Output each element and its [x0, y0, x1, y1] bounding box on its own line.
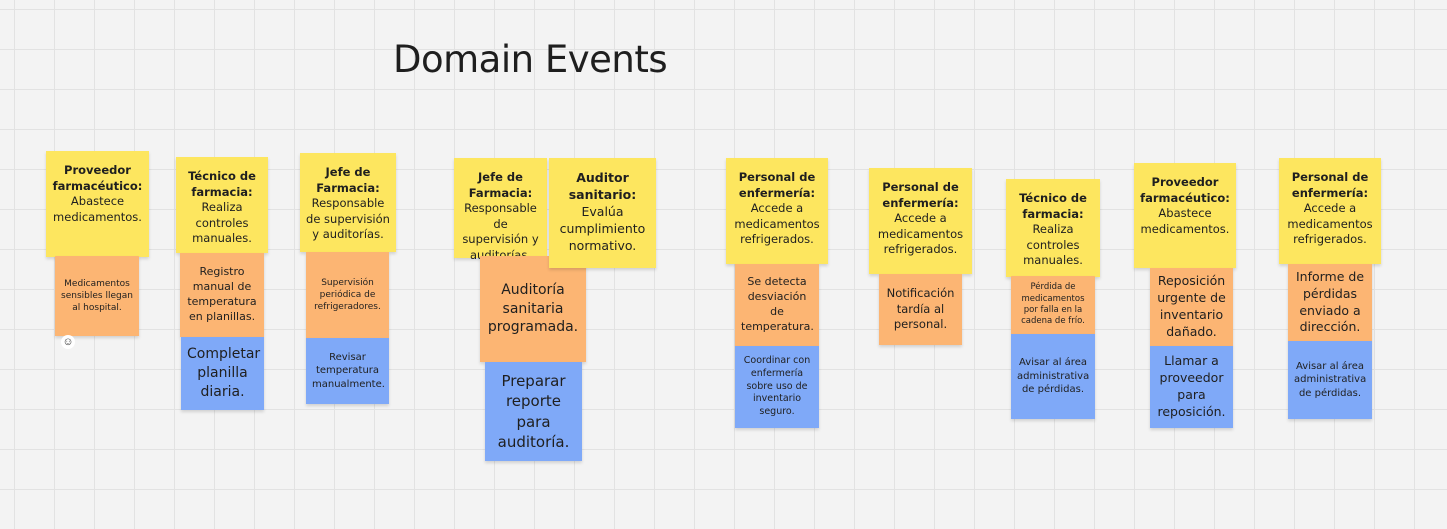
- actor-role: Jefe de Farmacia:: [316, 165, 380, 195]
- board-title[interactable]: Domain Events: [393, 38, 668, 81]
- actor-sticky-note[interactable]: Proveedor farmacéutico:Abastece medicame…: [1134, 163, 1236, 268]
- event-text: Reposición urgente de inventario dañado.: [1157, 273, 1226, 339]
- action-sticky-note[interactable]: Revisar temperatura manualmente.: [306, 338, 389, 404]
- event-sticky-note[interactable]: Notificación tardía al personal.: [879, 274, 962, 345]
- actor-role: Técnico de farmacia:: [188, 169, 256, 199]
- actor-text: Evalúa cumplimiento normativo.: [559, 203, 646, 253]
- event-sticky-note[interactable]: Medicamentos sensibles llegan al hospita…: [55, 256, 139, 336]
- actor-text: Responsable de supervisión y auditorías.: [306, 196, 390, 242]
- actor-sticky-note[interactable]: Personal de enfermería:Accede a medicame…: [1279, 158, 1381, 264]
- action-text: Preparar reporte para auditoría.: [497, 372, 570, 451]
- smiley-reaction-icon[interactable]: ☺: [61, 335, 75, 349]
- actor-text: Abastece medicamentos.: [53, 194, 142, 224]
- action-sticky-note[interactable]: Preparar reporte para auditoría.: [485, 362, 582, 461]
- action-text: Avisar al área administrativa de pérdida…: [1294, 360, 1367, 399]
- event-text: Medicamentos sensibles llegan al hospita…: [61, 278, 133, 314]
- actor-sticky-note[interactable]: Técnico de farmacia:Realiza controles ma…: [176, 157, 268, 253]
- actor-role: Personal de enfermería:: [738, 170, 816, 200]
- actor-role: Proveedor farmacéutico:: [52, 163, 143, 193]
- actor-sticky-note[interactable]: Personal de enfermería:Accede a medicame…: [869, 168, 972, 274]
- actor-sticky-note[interactable]: Técnico de farmacia:Realiza controles ma…: [1006, 179, 1100, 277]
- actor-text: Realiza controles manuales.: [192, 200, 252, 246]
- action-sticky-note[interactable]: Completar planilla diaria.: [181, 337, 264, 410]
- actor-role: Jefe de Farmacia:: [468, 170, 533, 200]
- event-text: Pérdida de medicamentos por falla en la …: [1021, 282, 1085, 327]
- actor-sticky-note[interactable]: Proveedor farmacéutico:Abastece medicame…: [46, 151, 149, 257]
- actor-sticky-note[interactable]: Auditor sanitario:Evalúa cumplimiento no…: [549, 158, 656, 268]
- actor-sticky-note[interactable]: Jefe de Farmacia:Responsable de supervis…: [454, 158, 547, 262]
- event-text: Notificación tardía al personal.: [886, 286, 955, 332]
- event-text: Informe de pérdidas enviado a dirección.: [1295, 268, 1365, 335]
- actor-text: Accede a medicamentos refrigerados.: [734, 201, 820, 247]
- event-sticky-note[interactable]: Registro manual de temperatura en planil…: [180, 253, 264, 337]
- event-sticky-note[interactable]: Supervisión periódica de refrigeradores.: [306, 252, 389, 338]
- event-text: Supervisión periódica de refrigeradores.: [314, 277, 381, 313]
- event-sticky-note[interactable]: Informe de pérdidas enviado a dirección.: [1288, 264, 1372, 341]
- event-text: Auditoría sanitaria programada.: [487, 281, 579, 336]
- event-sticky-note[interactable]: Auditoría sanitaria programada.: [480, 256, 586, 362]
- action-text: Completar planilla diaria.: [187, 346, 261, 400]
- event-text: Registro manual de temperatura en planil…: [187, 265, 257, 323]
- action-sticky-note[interactable]: Avisar al área administrativa de pérdida…: [1011, 334, 1095, 419]
- actor-role: Personal de enfermería:: [1291, 170, 1369, 200]
- actor-text: Accede a medicamentos refrigerados.: [877, 211, 964, 257]
- action-sticky-note[interactable]: Llamar a proveedor para reposición.: [1150, 346, 1233, 428]
- action-sticky-note[interactable]: Avisar al área administrativa de pérdida…: [1288, 341, 1372, 419]
- actor-text: Responsable de supervisión y auditorías.: [462, 201, 539, 262]
- action-text: Revisar temperatura manualmente.: [312, 351, 385, 390]
- actor-role: Técnico de farmacia:: [1019, 191, 1087, 221]
- event-sticky-note[interactable]: Pérdida de medicamentos por falla en la …: [1011, 276, 1095, 334]
- event-sticky-note[interactable]: Reposición urgente de inventario dañado.: [1150, 268, 1233, 346]
- action-text: Llamar a proveedor para reposición.: [1157, 353, 1226, 419]
- actor-sticky-note[interactable]: Personal de enfermería:Accede a medicame…: [726, 158, 828, 264]
- actor-sticky-note[interactable]: Jefe de Farmacia:Responsable de supervis…: [300, 153, 396, 252]
- event-text: Se detecta desviación de temperatura.: [741, 275, 814, 333]
- actor-text: Realiza controles manuales.: [1023, 222, 1083, 268]
- action-text: Avisar al área administrativa de pérdida…: [1017, 357, 1090, 396]
- action-sticky-note[interactable]: Coordinar con enfermería sobre uso de in…: [735, 346, 819, 428]
- actor-text: Accede a medicamentos refrigerados.: [1287, 201, 1373, 247]
- event-sticky-note[interactable]: Se detecta desviación de temperatura.: [735, 264, 819, 346]
- actor-role: Auditor sanitario:: [568, 170, 637, 202]
- actor-text: Abastece medicamentos.: [1140, 206, 1230, 236]
- action-text: Coordinar con enfermería sobre uso de in…: [743, 354, 811, 418]
- actor-role: Proveedor farmacéutico:: [1140, 175, 1230, 205]
- actor-role: Personal de enfermería:: [882, 180, 959, 210]
